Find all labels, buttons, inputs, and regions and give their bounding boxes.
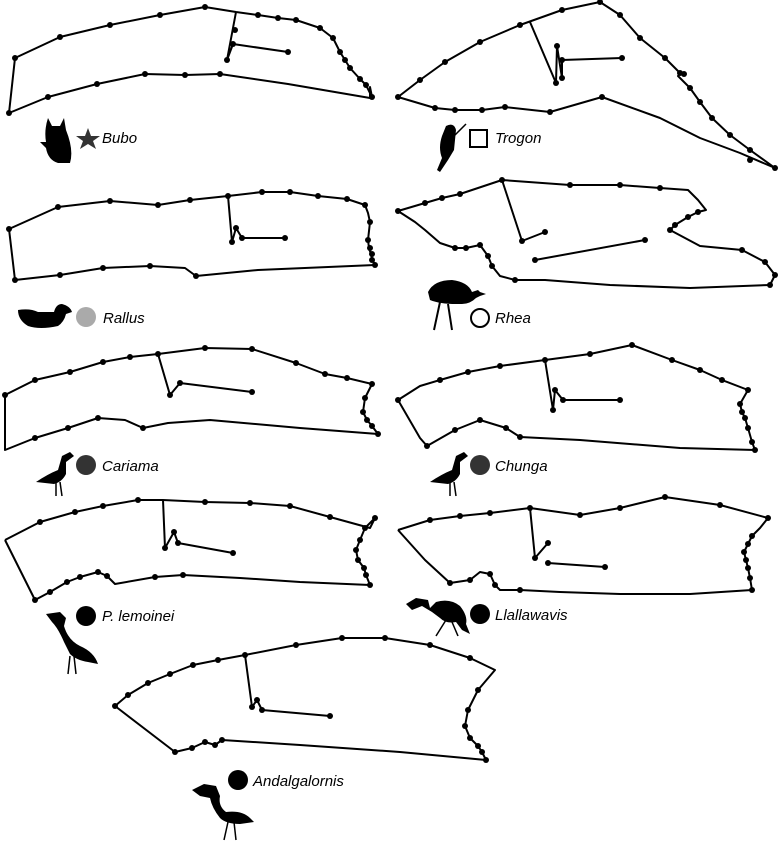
taxon-label-bubo: Bubo <box>102 130 137 147</box>
landmarks-andalgalornis <box>112 635 489 763</box>
landmarks-chunga <box>395 342 758 453</box>
landmarks-rhea <box>395 177 778 288</box>
panel-andalgalornis: Andalgalornis <box>112 635 496 841</box>
landmarks-trogon <box>395 0 778 171</box>
panel-rallus: Rallus <box>6 189 378 328</box>
panel-rhea: Rhea <box>395 177 778 331</box>
taxon-label-chunga: Chunga <box>495 458 548 475</box>
dark-circle-icon <box>76 455 96 475</box>
midline-llallawavis <box>529 507 549 559</box>
black-circle-icon <box>228 770 248 790</box>
midline-cariama <box>157 353 253 396</box>
rhea-silhouette-icon <box>428 280 486 331</box>
black-circle-icon <box>470 604 490 624</box>
landmarks-llallawavis <box>427 494 771 593</box>
panel-trogon: Trogon <box>395 0 778 172</box>
dark-circle-icon <box>470 455 490 475</box>
panel-p-lemoinei: P. lemoinei <box>4 497 378 675</box>
taxon-label-rallus: Rallus <box>103 310 145 327</box>
landmarks-cariama <box>2 345 381 441</box>
midline-bubo <box>226 11 289 61</box>
black-circle-icon <box>76 606 96 626</box>
panel-chunga: Chunga <box>395 342 758 497</box>
panel-cariama: Cariama <box>2 345 381 497</box>
outline-rhea <box>397 179 776 289</box>
midline-trogon <box>529 21 623 84</box>
midline-rhea <box>501 179 546 242</box>
taxon-label-rhea: Rhea <box>495 310 531 327</box>
outline-trogon <box>397 1 776 169</box>
cariama-silhouette-icon <box>36 452 74 497</box>
taxon-label-llallawavis: Llallawavis <box>495 607 568 624</box>
panel-llallawavis: Llallawavis <box>397 494 771 637</box>
phorusrhacid-silhouette-icon <box>46 612 98 675</box>
landmarks-rallus <box>6 189 378 283</box>
midline-rhea-2 <box>534 239 646 261</box>
outline-p-lemoinei <box>4 499 376 601</box>
outline-cariama <box>4 347 379 451</box>
chunga-silhouette-icon <box>430 452 468 497</box>
taxon-label-p-lemoinei: P. lemoinei <box>102 608 175 625</box>
midline-llallawavis-2 <box>547 562 606 568</box>
taxon-label-trogon: Trogon <box>495 130 541 147</box>
midline-chunga <box>544 359 620 411</box>
owl-silhouette-icon <box>40 118 72 163</box>
landmarks-bubo <box>6 4 375 116</box>
outline-chunga <box>397 344 756 451</box>
outline-andalgalornis <box>114 637 496 761</box>
andalgalornis-silhouette-icon <box>192 784 254 841</box>
open-circle-icon <box>470 308 490 328</box>
grey-circle-icon <box>76 307 96 327</box>
duck-silhouette-icon <box>18 304 72 328</box>
taxon-label-andalgalornis: Andalgalornis <box>252 773 344 790</box>
outline-rallus <box>8 191 376 281</box>
midline-andalgalornis <box>244 654 331 717</box>
panel-bubo: Bubo <box>6 4 375 163</box>
open-square-icon <box>469 129 488 148</box>
landmarks-p-lemoinei <box>32 497 378 603</box>
star-icon <box>76 128 100 149</box>
midline-rallus <box>227 195 285 243</box>
midline-p-lemoinei <box>162 499 234 554</box>
trogon-silhouette-icon <box>437 123 467 172</box>
outline-llallawavis <box>397 496 769 595</box>
llallawavis-silhouette-icon <box>406 598 470 637</box>
outline-bubo <box>8 6 373 114</box>
taxon-label-cariama: Cariama <box>102 458 159 475</box>
